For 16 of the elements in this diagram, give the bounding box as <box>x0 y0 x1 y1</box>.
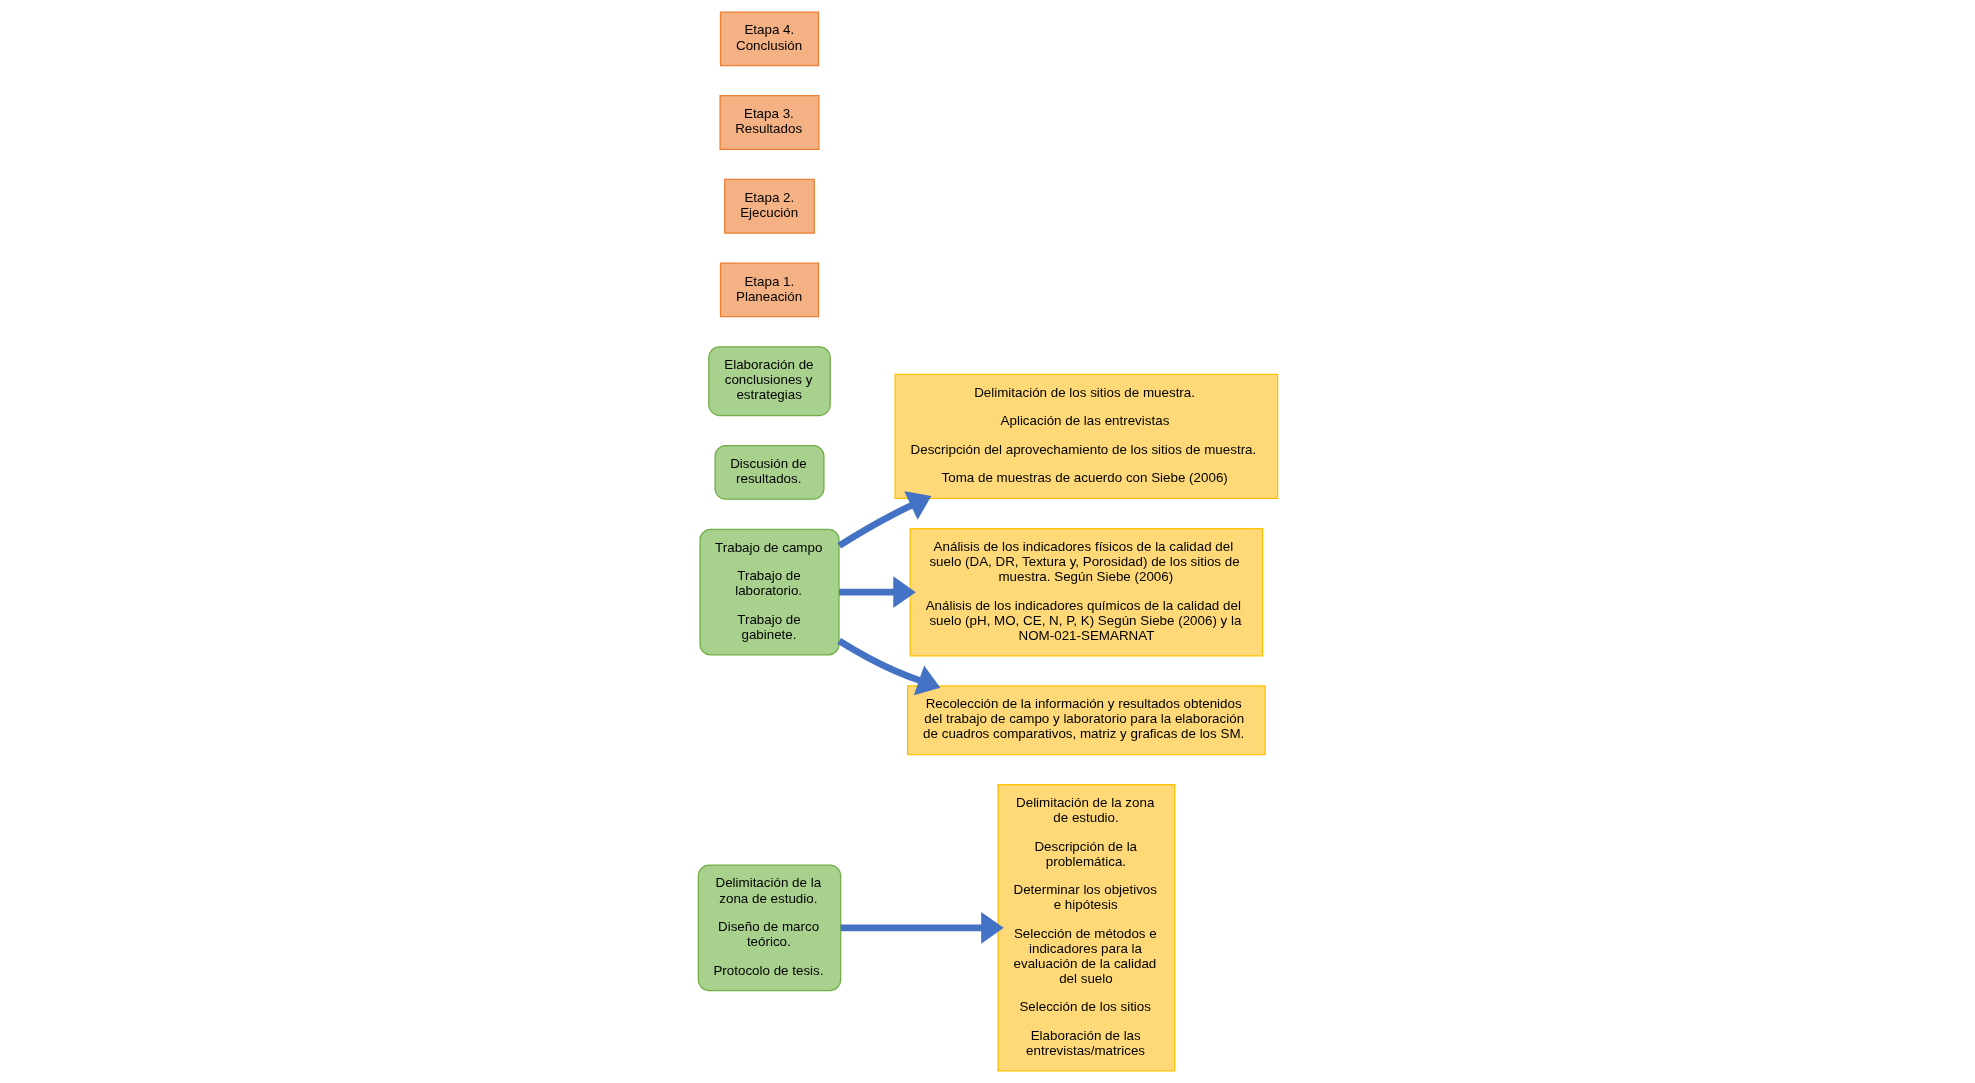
node-box: Delimitación de la zona de estudio. Diseño de marco teórico. Protocolo de tesis. <box>697 864 841 992</box>
node-box: Etapa 3. Resultados <box>719 95 820 150</box>
node-box: Etapa 4. Conclusión <box>719 11 819 67</box>
node-box: Delimitación de los sitios de muestra. Aplicación de las entrevistas Descripción del aprovechamiento de los sitios de muestra. Toma de muestras de acuerdo con Siebe (2006) <box>893 373 1278 499</box>
node-box: Etapa 1. Planeación <box>719 262 819 318</box>
arrow <box>840 912 1004 944</box>
node-box: Delimitación de la zona de estudio. Descripción de la problemática. Determinar los objetivos e hipótesis Selección de métodos e indicadores para la evaluación de la calidad del suelo Selección de los sitios Elaboración de las entrevistas/matrices <box>996 784 1175 1072</box>
node-box: Análisis de los indicadores físicos de la calidad del suelo (DA, DR, Textura y, Porosidad) de los sitios de muestra. Según Siebe (2006) Análisis de los indicadores químicos de la calidad del suelo (pH, MO, CE, N, P, K) Según Siebe (2006) y la NOM-021-SEMARNAT <box>909 527 1263 657</box>
arrow <box>836 638 940 696</box>
arrow <box>837 491 931 549</box>
node-box: Trabajo de campo Trabajo de laboratorio. Trabajo de gabinete. <box>698 528 840 656</box>
arrow <box>838 576 916 608</box>
node-box: Elaboración de conclusiones y estrategias <box>707 346 831 417</box>
node-box: Etapa 2. Ejecución <box>723 178 815 234</box>
node-box: Recolección de la información y resultados obtenidos del trabajo de campo y laboratorio para la elaboración de cuadros comparativos, matriz y graficas de los SM. <box>906 685 1266 756</box>
node-box: Discusión de resultados. <box>713 445 825 500</box>
